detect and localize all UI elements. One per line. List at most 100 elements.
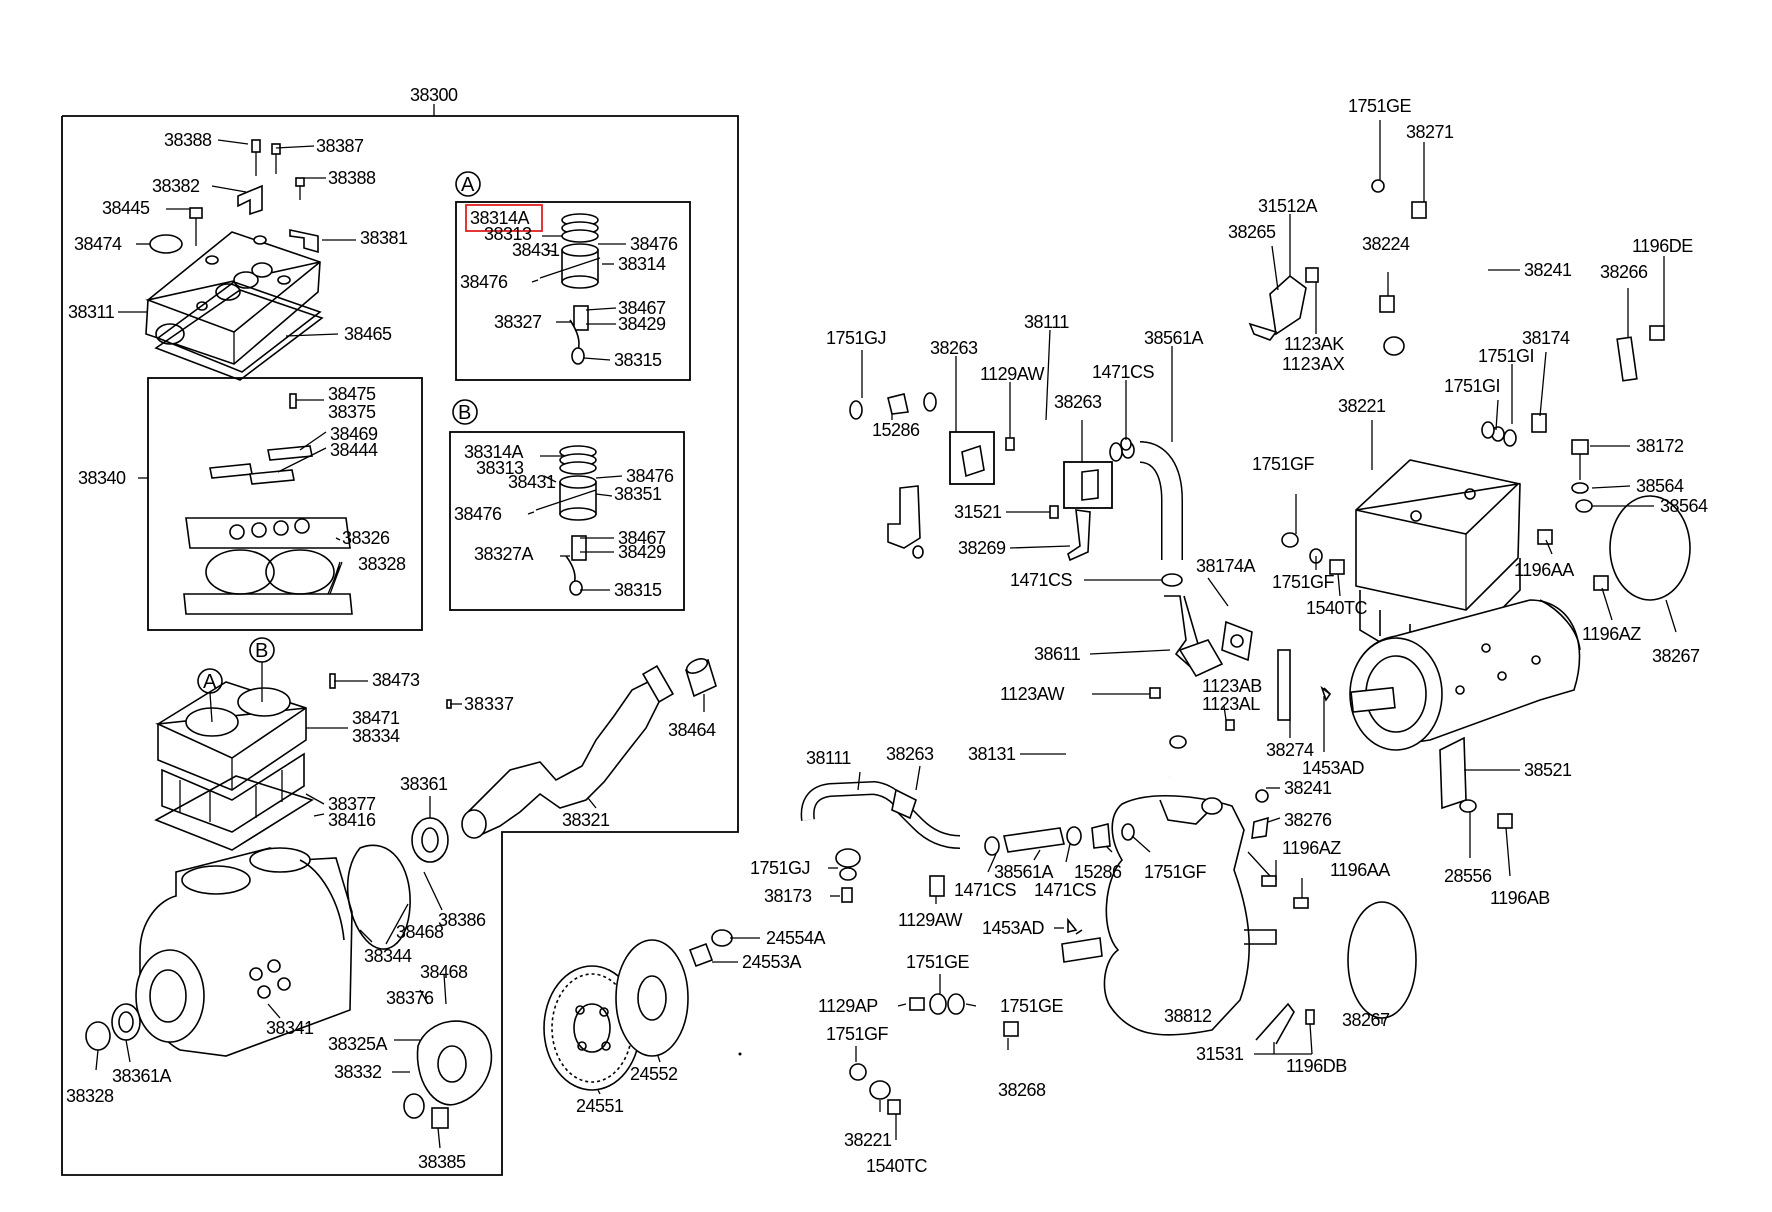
part-label: 38375 (328, 402, 376, 422)
part-label: 38468 (420, 962, 468, 982)
part-label: 1751GE (1000, 996, 1064, 1016)
part-label: 38325A (328, 1034, 388, 1054)
inset-b-frame (449, 399, 685, 611)
part-label: 1751GI (1478, 346, 1534, 366)
inset-a-frame (455, 171, 691, 381)
part-label: 38416 (328, 810, 376, 830)
part-label: 38300 (410, 85, 458, 105)
part-label: 1453AD (1302, 758, 1365, 778)
bracket-box-38263b (1063, 461, 1113, 509)
bracket-38269 (1067, 509, 1091, 562)
part-label: 38328 (358, 554, 406, 574)
part-label: 1196AA (1514, 560, 1574, 580)
part-label: 38314 (618, 254, 666, 274)
part-label: 38337 (464, 694, 514, 714)
part-label: 38241 (1524, 260, 1572, 280)
part-label: 38314A (464, 442, 524, 462)
part-label: 38561A (994, 862, 1054, 882)
ring-38267-upper (1609, 495, 1691, 601)
bracket-lower (887, 485, 921, 549)
part-label: 38382 (152, 176, 200, 196)
part-label: 38388 (328, 168, 376, 188)
part-label: 38812 (1164, 1006, 1212, 1026)
part-label: 1471CS (1092, 362, 1155, 382)
part-label: 38467 (618, 528, 666, 548)
bolt-38174 (1531, 413, 1547, 433)
crankcase-38341 (135, 847, 353, 1057)
part-label: 38327A (474, 544, 534, 564)
callout-a-cyl: A (203, 671, 217, 693)
part-label: 24551 (576, 1096, 624, 1116)
tube-38241-upper (1399, 209, 1484, 361)
part-label: 1123AB (1202, 676, 1262, 696)
part-label: 1751GF (1252, 454, 1315, 474)
part-label: 38268 (998, 1080, 1046, 1100)
part-label: 31531 (1196, 1044, 1244, 1064)
part-label: 38386 (438, 910, 486, 930)
part-label: 38377 (328, 794, 376, 814)
part-label: 1453AD (982, 918, 1045, 938)
part-label: 1129AW (898, 910, 963, 930)
fitting-38276 (1251, 816, 1269, 839)
head-fasteners (149, 139, 319, 254)
part-label: 1471CS (954, 880, 1017, 900)
part-label: 38263 (930, 338, 978, 358)
bracket-38266 (1616, 336, 1638, 382)
bracket-31512a (1269, 274, 1307, 336)
part-label: 38387 (316, 136, 364, 156)
part-label: 1751GE (906, 952, 970, 972)
gasket-38174a (1221, 620, 1253, 662)
part-label: 1196AZ (1282, 838, 1341, 858)
gear-24552 (615, 939, 689, 1057)
pump-housing-38812 (1103, 795, 1250, 1036)
part-label: 38241 (1284, 778, 1332, 798)
part-label: 38221 (844, 1130, 892, 1150)
part-label: 38332 (334, 1062, 382, 1082)
ring-38267-lower (1347, 901, 1417, 1019)
part-label: 38476 (630, 234, 678, 254)
part-label: 38476 (454, 504, 502, 524)
part-label: 1129AP (818, 996, 878, 1016)
part-label: 1751GF (1272, 572, 1335, 592)
part-label: 38321 (562, 810, 610, 830)
part-label: 38276 (1284, 810, 1332, 830)
part-label: 38476 (460, 272, 508, 292)
gasket-38377 (154, 775, 314, 851)
part-label: 1540TC (1306, 598, 1368, 618)
part-label: 38521 (1524, 760, 1572, 780)
end-cover-38325a (416, 1020, 493, 1106)
part-label: 38327 (494, 312, 542, 332)
part-label: 38381 (360, 228, 408, 248)
part-label: 1196AA (1330, 860, 1390, 880)
part-label: 38271 (1406, 122, 1454, 142)
seal-38361a (111, 1003, 141, 1041)
callout-a-top: A (461, 174, 475, 196)
part-label: 38267 (1342, 1010, 1390, 1030)
part-label: 1471CS (1010, 570, 1073, 590)
part-label: 1123AW (1000, 684, 1065, 704)
part-label: 38334 (352, 726, 400, 746)
part-label: 38561A (1144, 328, 1204, 348)
part-label: 38340 (78, 468, 126, 488)
bracket-31531 (1255, 1002, 1295, 1045)
part-label: 38611 (1034, 644, 1081, 664)
part-label: 38474 (74, 234, 122, 254)
part-label: 38429 (618, 542, 666, 562)
bracket-box-38263a (949, 431, 995, 485)
part-label: 1196AB (1490, 888, 1550, 908)
part-label: 38269 (958, 538, 1006, 558)
washer-24554a (711, 929, 733, 947)
part-label: 38267 (1652, 646, 1700, 666)
part-label: 38464 (668, 720, 716, 740)
part-label: 38341 (266, 1018, 314, 1038)
part-label: 38315 (614, 580, 662, 600)
part-label: 24552 (630, 1064, 678, 1084)
part-label: 38467 (618, 298, 666, 318)
part-label: 38221 (1338, 396, 1386, 416)
part-label: 1471CS (1034, 880, 1097, 900)
part-label: 15286 (1074, 862, 1122, 882)
part-label: 38376 (386, 988, 434, 1008)
cylinder-block-38471 (155, 637, 307, 833)
